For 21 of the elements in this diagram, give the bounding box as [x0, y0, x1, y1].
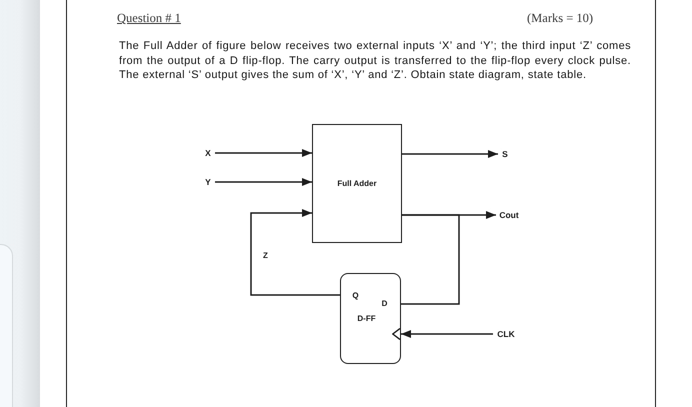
- arrow: [215, 149, 312, 157]
- full-adder-block: [312, 124, 402, 243]
- pin-label: D: [382, 298, 388, 308]
- marks-label: (Marks = 10): [527, 10, 594, 26]
- arrow: [250, 209, 340, 296]
- signal-label: Y: [201, 176, 215, 188]
- signal-label: Cout: [496, 209, 522, 221]
- arrow: [215, 178, 312, 186]
- block-label: D-FF: [357, 314, 376, 324]
- signal-label: X: [201, 147, 215, 159]
- arrow: [402, 150, 498, 158]
- signal-label: S: [498, 148, 512, 160]
- flip-flop-block: [340, 273, 401, 364]
- question-heading: Question # 1: [117, 10, 181, 26]
- block-label: Full Adder: [337, 178, 377, 188]
- pin-label: Q: [352, 290, 359, 300]
- edge-label: Z: [262, 251, 269, 261]
- wire: [401, 214, 460, 305]
- arrow: [401, 330, 493, 338]
- question-text: The Full Adder of figure below receives two external inputs ‘X’ and ‘Y’; the third input ‘Z’ comes from the output of a D flip-flop. The carry output is transferred to the flip-flop every clock pulse. The external ‘S’ output gives the sum of ‘X’, ‘Y’ and ‘Z’. Obtain state diagram, state table.: [119, 39, 631, 82]
- signal-label: CLK: [493, 328, 519, 340]
